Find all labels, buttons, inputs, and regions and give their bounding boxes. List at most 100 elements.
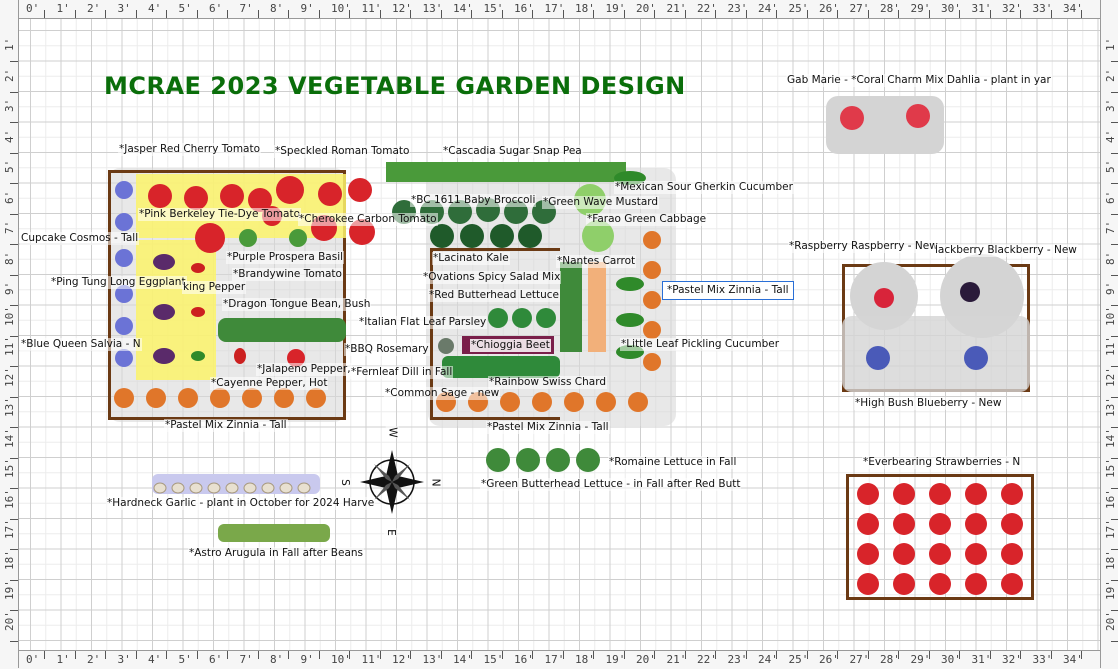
- ruler-tick: [1081, 651, 1082, 659]
- label-cupcake[interactable]: Cupcake Cosmos - Tall: [20, 232, 140, 245]
- ruler-label: 18': [1104, 549, 1117, 570]
- ruler-tick: [227, 10, 228, 18]
- ruler-tick: [10, 305, 18, 306]
- left-raised-bed[interactable]: [108, 170, 346, 420]
- ruler-label: 22': [697, 653, 717, 666]
- ruler-tick: [1111, 610, 1118, 611]
- ruler-tick: [593, 10, 594, 18]
- center-raised-bed[interactable]: [430, 248, 560, 420]
- ruler-tick: [623, 651, 625, 659]
- label-green-butterhead[interactable]: *Green Butterhead Lettuce - in Fall afte…: [480, 478, 742, 491]
- ruler-label: 20': [1104, 610, 1117, 631]
- label-romaine[interactable]: *Romaine Lettuce in Fall: [608, 456, 738, 469]
- ruler-tick: [196, 651, 198, 659]
- ruler-label: 17': [1104, 519, 1117, 539]
- label-ovations[interactable]: *Ovations Spicy Salad Mix: [422, 271, 562, 284]
- label-little-leaf[interactable]: *Little Leaf Pickling Cucumber: [620, 338, 781, 351]
- ruler-tick: [410, 651, 411, 659]
- label-pastel-left[interactable]: *Pastel Mix Zinnia - Tall: [164, 419, 288, 432]
- label-common-sage[interactable]: *Common Sage - new: [384, 387, 501, 400]
- ruler-label: 15': [3, 458, 16, 478]
- ruler-left: 1'2'3'4'5'6'7'8'9'10'11'12'13'14'15'16'1…: [0, 0, 19, 668]
- ruler-tick: [1111, 396, 1118, 398]
- salvia-plants: [115, 181, 133, 367]
- compass-rose-icon: [360, 450, 424, 514]
- label-everbearing[interactable]: *Everbearing Strawberries - N: [862, 456, 1022, 469]
- ruler-tick: [1111, 61, 1118, 62]
- ruler-label: 3': [1104, 98, 1117, 112]
- ruler-tick: [1111, 488, 1118, 489]
- label-astro[interactable]: *Astro Arugula in Fall after Beans: [188, 547, 365, 560]
- ruler-tick: [166, 10, 167, 18]
- ruler-tick: [10, 91, 18, 93]
- eggplant-plants: [153, 254, 175, 364]
- ruler-label: 19': [1104, 580, 1117, 600]
- label-pastel-zinnia-selected[interactable]: *Pastel Mix Zinnia - Tall: [662, 281, 794, 300]
- label-jasper[interactable]: *Jasper Red Cherry Tomato: [118, 143, 262, 156]
- ruler-label: 15': [483, 653, 504, 666]
- label-nantes[interactable]: *Nantes Carrot: [556, 255, 637, 268]
- ruler-label: 6': [1104, 190, 1117, 204]
- ruler-label: 7': [3, 220, 16, 234]
- ruler-label: 13': [3, 397, 16, 417]
- ruler-tick: [410, 10, 411, 18]
- ruler-label: 0': [26, 653, 40, 666]
- label-ping-tung[interactable]: *Ping Tung Long Eggplant: [50, 276, 187, 289]
- ruler-top: 0'1'2'3'4'5'6'7'8'9'10'11'12'13'14'15'16…: [0, 0, 1118, 19]
- ruler-label: 9': [300, 653, 314, 666]
- ruler-label: 10': [331, 2, 351, 15]
- bean-row: [218, 318, 346, 342]
- label-speckled[interactable]: *Speckled Roman Tomato: [274, 145, 411, 158]
- label-brandywine[interactable]: *Brandywine Tomato: [232, 268, 343, 281]
- label-farao[interactable]: *Farao Green Cabbage: [586, 213, 708, 226]
- label-blackberry[interactable]: lackberry Blackberry - New: [934, 244, 1078, 257]
- label-chioggia[interactable]: *Chioggia Beet: [470, 339, 551, 352]
- label-fernleaf[interactable]: *Fernleaf Dill in Fall: [350, 366, 454, 379]
- ruler-label: 9': [300, 2, 314, 15]
- ruler-label: 31': [971, 2, 992, 15]
- ruler-label: 16': [1104, 488, 1117, 509]
- ruler-tick: [349, 10, 350, 18]
- ruler-tick: [867, 651, 869, 659]
- ruler-label: 14': [453, 2, 473, 15]
- label-gab-marie[interactable]: Gab Marie - *Coral Charm Mix Dahlia - pl…: [786, 74, 1052, 87]
- label-hardneck[interactable]: *Hardneck Garlic - plant in October for …: [106, 497, 376, 510]
- ruler-label: 4': [1104, 129, 1117, 143]
- label-italian-parsley[interactable]: *Italian Flat Leaf Parsley: [358, 316, 488, 329]
- label-red-butterhead[interactable]: *Red Butterhead Lettuce: [428, 289, 561, 302]
- label-blue-queen[interactable]: *Blue Queen Salvia - N: [20, 338, 142, 351]
- label-jalapeno[interactable]: *Jalapeno Pepper,: [256, 363, 352, 376]
- label-king-pepper[interactable]: king Pepper: [182, 281, 247, 294]
- label-cayenne[interactable]: *Cayenne Pepper, Hot: [210, 377, 329, 390]
- ruler-tick: [928, 10, 930, 18]
- label-lacinato[interactable]: *Lacinato Kale: [432, 252, 510, 265]
- label-rainbow-chard[interactable]: *Rainbow Swiss Chard: [488, 376, 608, 389]
- ruler-label: 11': [361, 2, 382, 15]
- label-cascadia[interactable]: *Cascadia Sugar Snap Pea: [442, 145, 583, 158]
- ruler-label: 6': [209, 653, 223, 666]
- ruler-tick: [10, 122, 18, 123]
- ruler-label: 18': [575, 2, 595, 15]
- label-high-bush[interactable]: *High Bush Blueberry - New: [854, 397, 1003, 410]
- label-purple-prospera[interactable]: *Purple Prospera Basil: [226, 251, 345, 264]
- strawberry-bed[interactable]: [846, 474, 1034, 600]
- ruler-tick: [349, 651, 350, 659]
- ruler-bottom: 0'1'2'3'4'5'6'7'8'9'10'11'12'13'14'15'16…: [0, 650, 1118, 669]
- blueberry-plant: [866, 346, 890, 370]
- label-bbq-rosemary[interactable]: *BBQ Rosemary: [344, 343, 430, 356]
- label-pastel-center[interactable]: *Pastel Mix Zinnia - Tall: [486, 421, 610, 434]
- label-mexican-sour[interactable]: *Mexican Sour Gherkin Cucumber: [614, 181, 794, 194]
- ruler-label: 17': [3, 519, 16, 539]
- label-pink-berkeley[interactable]: *Pink Berkeley Tie-Dye Tomato: [138, 208, 302, 221]
- label-green-wave[interactable]: *Green Wave Mustard: [542, 196, 660, 209]
- ruler-label: 2': [3, 68, 16, 82]
- chard-row: [442, 356, 560, 378]
- label-dragon-tongue[interactable]: *Dragon Tongue Bean, Bush: [222, 298, 372, 311]
- ruler-tick: [898, 651, 899, 659]
- ruler-label: 28': [880, 653, 900, 666]
- label-bc1611[interactable]: *BC 1611 Baby Broccoli: [410, 194, 537, 207]
- label-raspberry[interactable]: *Raspberry Raspberry - New: [788, 240, 939, 253]
- pepper-plants: [191, 263, 246, 364]
- label-cherokee[interactable]: *Cherokee Carbon Tomato: [298, 213, 438, 226]
